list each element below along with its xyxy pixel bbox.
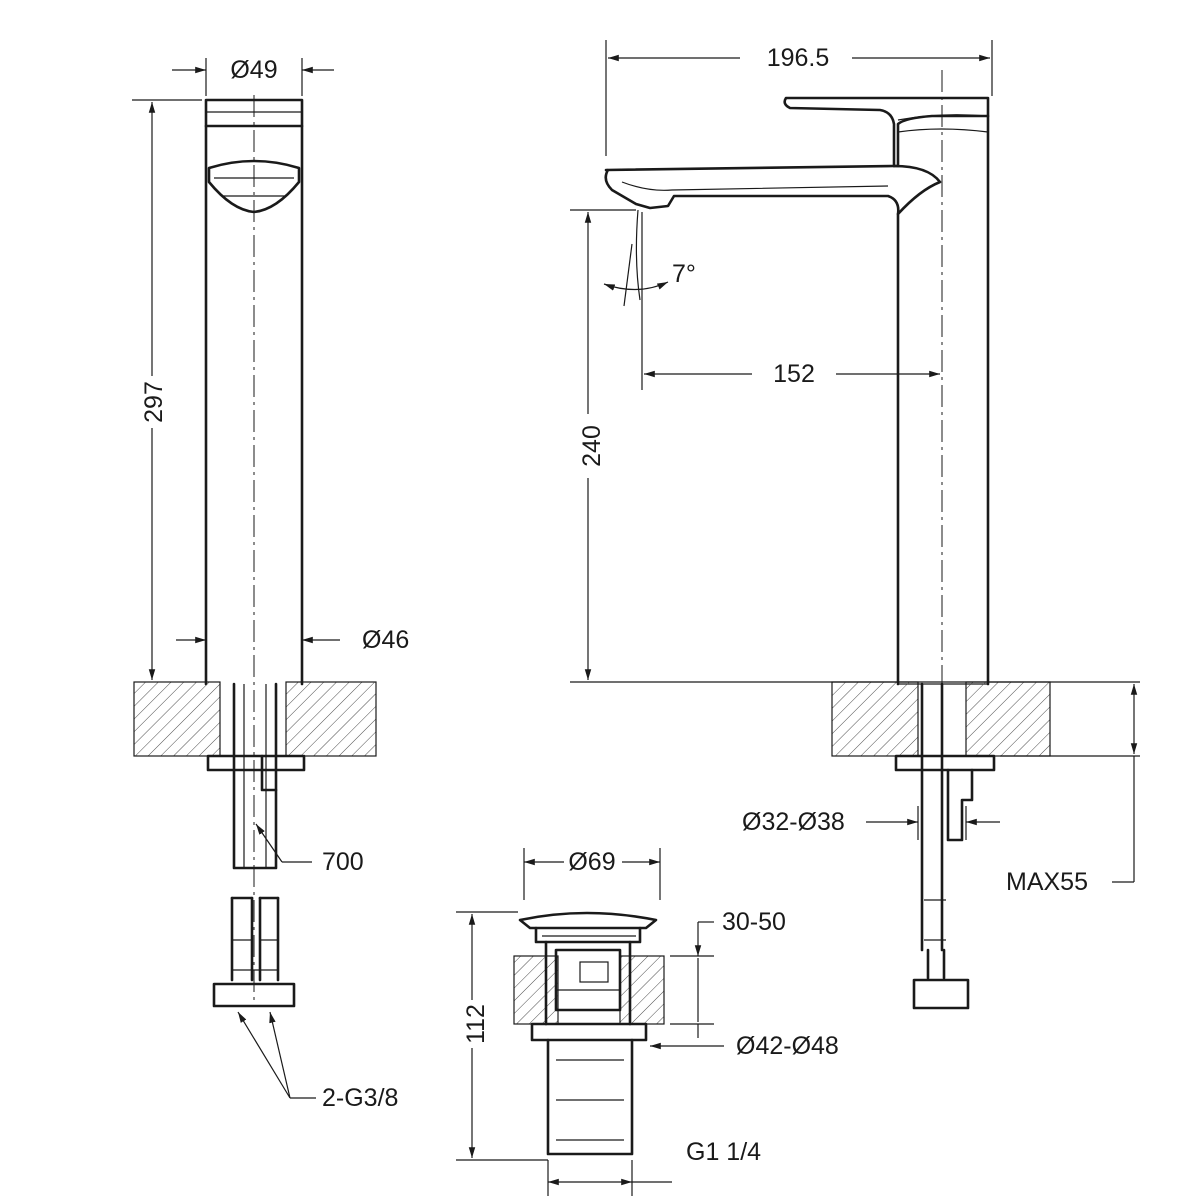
label-30-50: 30-50 (722, 908, 786, 936)
dimension-297: 297 (132, 99, 202, 680)
dimension-angle: 7° (603, 243, 696, 307)
dimension-196-5: 196.5 (605, 40, 993, 156)
label-connection: 2-G3/8 (322, 1084, 398, 1112)
label-d49: Ø49 (230, 56, 277, 84)
label-152: 152 (773, 360, 815, 388)
dimension-d46: Ø46 (176, 626, 409, 654)
dimension-d42-d48: Ø42-Ø48 (650, 1032, 839, 1060)
label-angle: 7° (672, 260, 696, 288)
waste-view (513, 911, 665, 1156)
label-d69: Ø69 (568, 848, 615, 876)
dimension-240: 240 (570, 209, 1140, 683)
front-view (604, 70, 1051, 1010)
dimension-g1-1-4: G1 1/4 (547, 1138, 761, 1196)
dimension-d32-d38: Ø32-Ø38 (742, 806, 1000, 840)
label-196-5: 196.5 (767, 44, 830, 72)
label-240: 240 (578, 425, 606, 467)
label-700: 700 (322, 848, 364, 876)
label-max55: MAX55 (1006, 868, 1088, 896)
label-d32-d38: Ø32-Ø38 (742, 808, 845, 836)
label-d42-d48: Ø42-Ø48 (736, 1032, 839, 1060)
dimension-d49: Ø49 (172, 56, 334, 96)
label-g1-1-4: G1 1/4 (686, 1138, 761, 1166)
dimension-max55: MAX55 (1000, 684, 1140, 896)
label-297: 297 (140, 381, 168, 423)
dimension-connection: 2-G3/8 (237, 1011, 398, 1112)
label-d46: Ø46 (362, 626, 409, 654)
dimension-30-50: 30-50 (670, 908, 786, 1038)
side-view (133, 95, 377, 1008)
dimension-d69: Ø69 (523, 848, 661, 900)
dimension-700: 700 (255, 823, 364, 876)
label-112: 112 (462, 1004, 490, 1044)
dimension-112: 112 (456, 911, 548, 1161)
dimension-152: 152 (641, 212, 940, 390)
